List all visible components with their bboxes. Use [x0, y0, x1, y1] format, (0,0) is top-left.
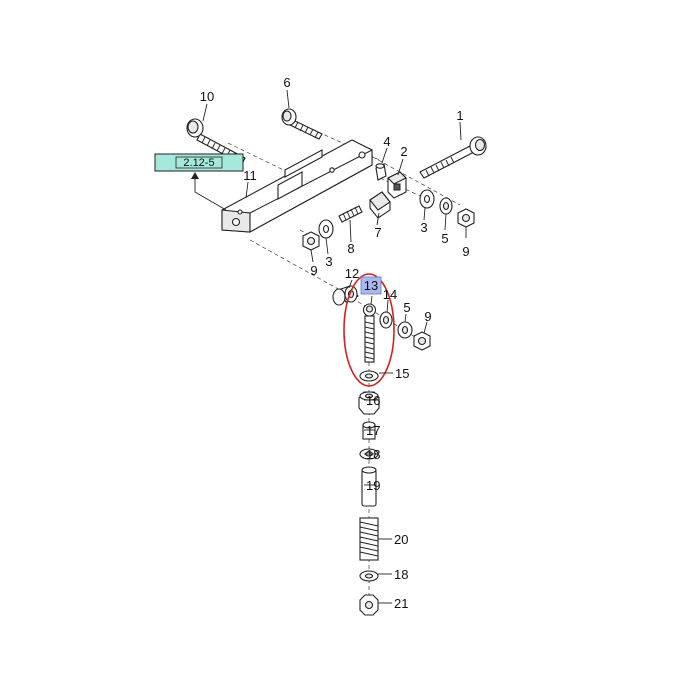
sleeve-part-17: [362, 421, 376, 440]
callout-9a[interactable]: 9: [462, 244, 469, 259]
highlight-ring: [343, 273, 395, 387]
leader-lines: [202, 89, 467, 604]
bolt-part-13: [362, 303, 377, 363]
callout-11[interactable]: 11: [243, 168, 257, 183]
callout-3a[interactable]: 3: [420, 220, 427, 235]
washer-part-18b: [359, 570, 379, 582]
callout-numbers: 10 6 1 4 2 11 8 7 3 5 9 3 9 12 13 14 5 9…: [200, 75, 470, 611]
callout-5a[interactable]: 5: [441, 231, 448, 246]
callout-18b[interactable]: 18: [394, 567, 408, 582]
callout-16[interactable]: 16: [366, 393, 380, 408]
bolt-part-6: [281, 108, 323, 140]
callout-7[interactable]: 7: [374, 225, 381, 240]
callout-15[interactable]: 15: [395, 366, 409, 381]
bolt-part-1: [419, 136, 487, 179]
spring-part-8: [338, 205, 363, 223]
reference-arrow: [191, 172, 227, 211]
callout-9c[interactable]: 9: [424, 309, 431, 324]
nut-part-9a: [457, 208, 475, 228]
callout-8[interactable]: 8: [347, 241, 354, 256]
reference-label: 2.12-5: [183, 157, 214, 169]
callout-18a[interactable]: 18: [366, 447, 380, 462]
callout-6[interactable]: 6: [283, 75, 290, 90]
washer-part-14: [379, 311, 393, 329]
nut-part-9b: [302, 231, 320, 251]
callout-19[interactable]: 19: [366, 478, 380, 493]
washer-part-5b: [397, 321, 413, 339]
callout-14[interactable]: 14: [383, 287, 397, 302]
callout-4[interactable]: 4: [383, 134, 390, 149]
spring-part-20: [359, 517, 379, 561]
clip-part-2: [387, 171, 407, 199]
nut-part-16: [358, 391, 380, 415]
bushing-part-12: [332, 285, 359, 306]
callout-2[interactable]: 2: [400, 144, 407, 159]
highlight-label-box: [360, 276, 382, 295]
reference-box[interactable]: 2.12-5: [154, 153, 244, 172]
sleeve-part-19: [361, 466, 377, 507]
washer-part-3b: [318, 219, 334, 239]
callout-5b[interactable]: 5: [403, 300, 410, 315]
callout-12[interactable]: 12: [345, 266, 359, 281]
pin-part-4: [375, 163, 387, 181]
washer-part-15: [359, 370, 379, 382]
bracket-part-11: [221, 139, 373, 233]
nut-part-9c: [413, 331, 431, 351]
callout-13[interactable]: 13: [364, 278, 378, 293]
washer-part-5a: [439, 197, 453, 215]
callout-9b[interactable]: 9: [310, 263, 317, 278]
callout-3b[interactable]: 3: [325, 254, 332, 269]
callout-10[interactable]: 10: [200, 89, 214, 104]
callout-1[interactable]: 1: [456, 108, 463, 123]
callout-21[interactable]: 21: [394, 596, 408, 611]
plate-part-7: [369, 191, 391, 219]
callout-20[interactable]: 20: [394, 532, 408, 547]
washer-part-3a: [419, 189, 435, 209]
nut-part-21: [359, 594, 379, 616]
callout-17[interactable]: 17: [366, 423, 380, 438]
bolt-part-10: [186, 118, 246, 165]
